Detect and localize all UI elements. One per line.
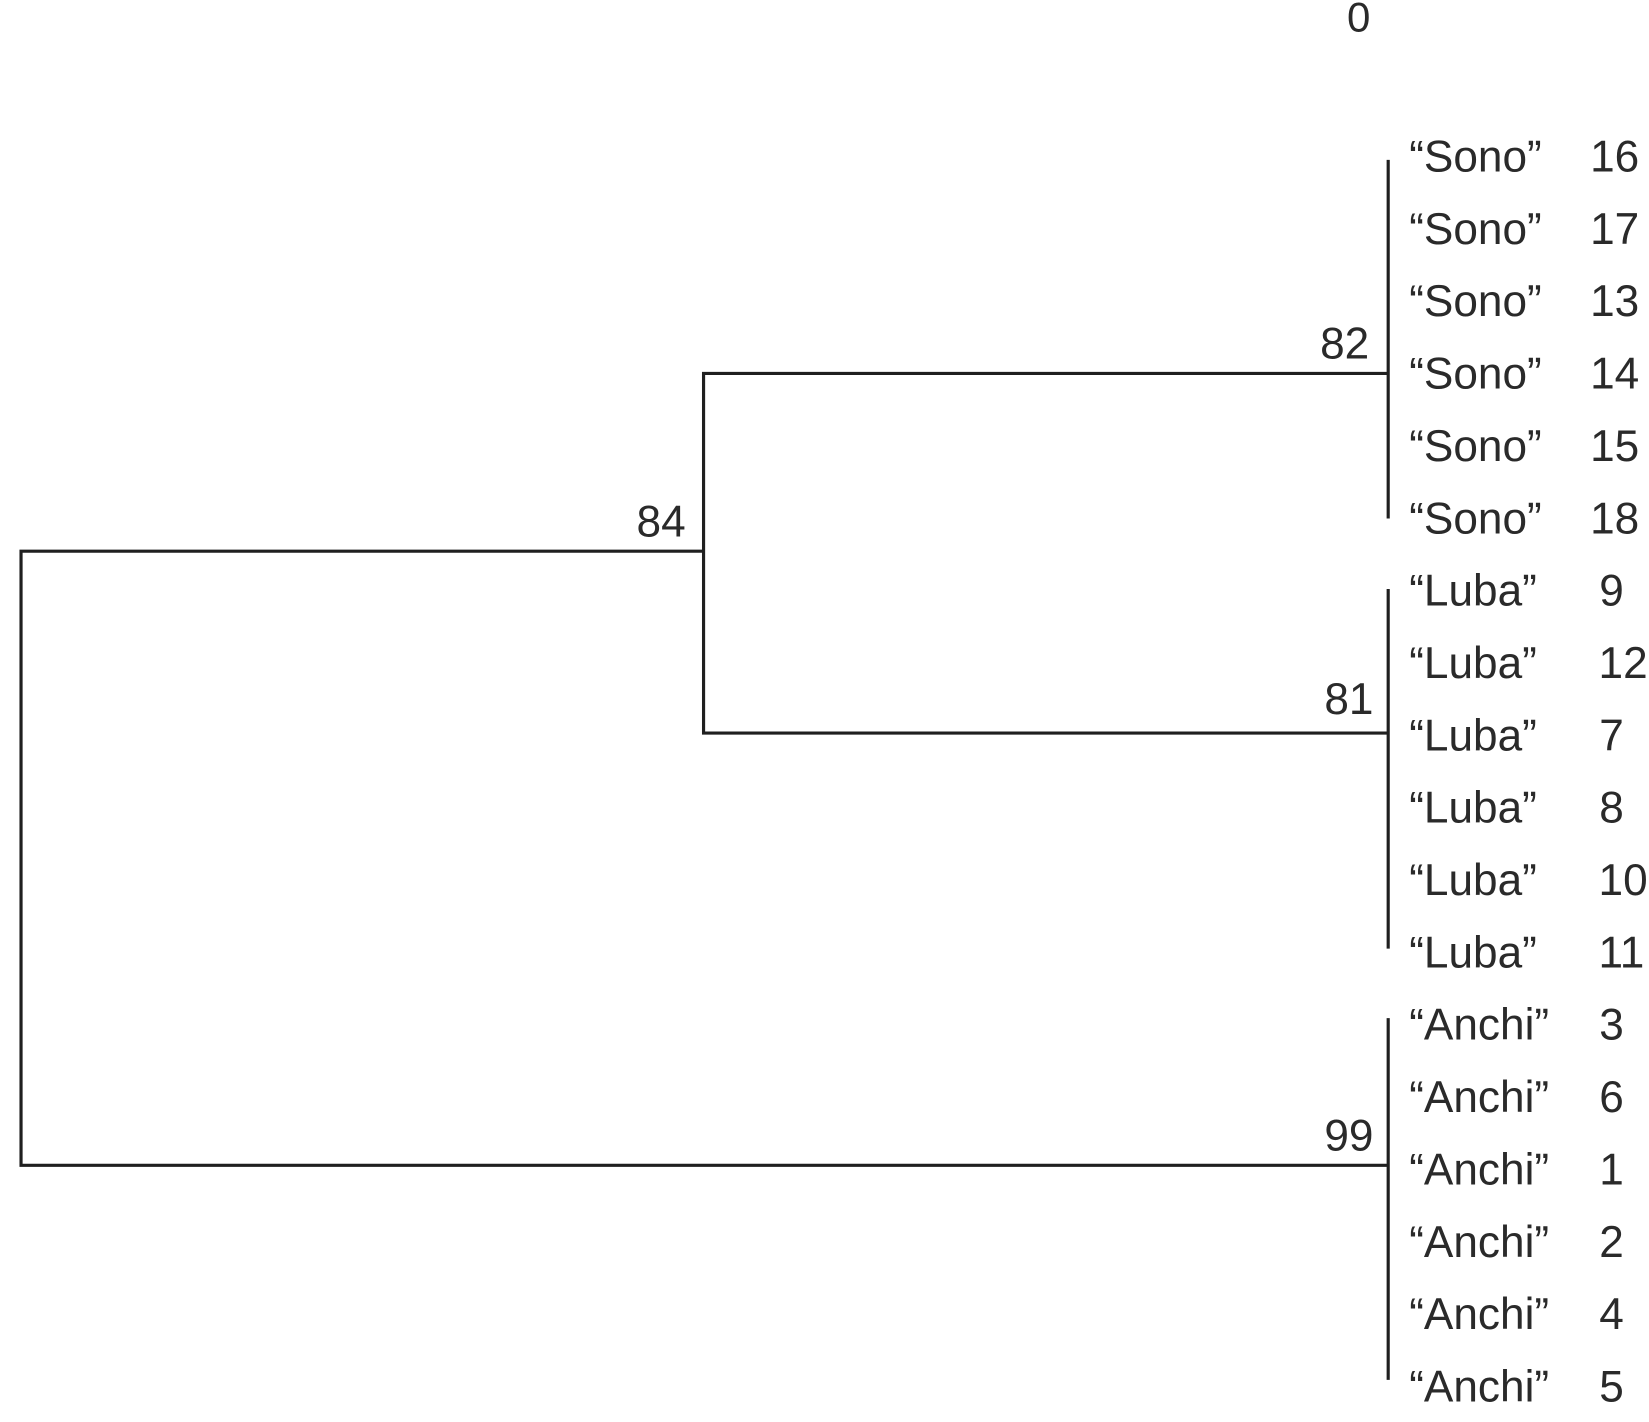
leaf-id: 11 — [1599, 928, 1645, 977]
root-branch — [19, 549, 1389, 1167]
leaf-id: 2 — [1599, 1218, 1624, 1267]
leaf-id: 6 — [1599, 1073, 1624, 1122]
leaf-id: 18 — [1590, 494, 1639, 543]
leaf-label: “Anchi” — [1409, 1073, 1549, 1122]
leaf-id: 12 — [1599, 639, 1648, 688]
leaf-label: “Sono” — [1409, 494, 1542, 543]
scale-label: 0 — [1347, 0, 1370, 41]
leaf-id: 13 — [1590, 277, 1639, 326]
sono-luba-branch — [701, 371, 1389, 735]
leaf-id: 10 — [1599, 856, 1648, 905]
leaf-label: “Anchi” — [1409, 1218, 1549, 1267]
leaf-labels: “Sono”16“Sono”17“Sono”13“Sono”14“Sono”15… — [1409, 132, 1647, 1411]
leaf-id: 1 — [1599, 1145, 1624, 1194]
leaf-label: “Luba” — [1409, 567, 1537, 616]
leaf-id: 17 — [1590, 205, 1639, 254]
support-sono: 82 — [1320, 320, 1369, 369]
leaf-id: 3 — [1599, 1001, 1624, 1050]
leaf-label: “Anchi” — [1409, 1145, 1549, 1194]
leaf-label: “Luba” — [1409, 711, 1537, 760]
leaf-id: 14 — [1590, 350, 1639, 399]
leaf-id: 15 — [1590, 422, 1639, 471]
leaf-label: “Sono” — [1409, 277, 1542, 326]
support-luba: 81 — [1324, 675, 1373, 724]
leaf-label: “Luba” — [1409, 928, 1537, 977]
leaf-id: 5 — [1599, 1363, 1624, 1412]
support-84: 84 — [637, 497, 686, 546]
leaf-label: “Anchi” — [1409, 1363, 1549, 1412]
support-anchi: 99 — [1324, 1112, 1373, 1161]
leaf-label: “Sono” — [1409, 422, 1542, 471]
leaf-label: “Sono” — [1409, 132, 1542, 181]
leaf-label: “Luba” — [1409, 784, 1537, 833]
leaf-id: 8 — [1599, 784, 1624, 833]
leaf-label: “Luba” — [1409, 639, 1537, 688]
leaf-label: “Sono” — [1409, 205, 1542, 254]
leaf-label: “Anchi” — [1409, 1290, 1549, 1339]
leaf-id: 9 — [1599, 567, 1624, 616]
leaf-label: “Anchi” — [1409, 1001, 1549, 1050]
leaf-id: 16 — [1590, 132, 1639, 181]
leaf-label: “Sono” — [1409, 350, 1542, 399]
leaf-id: 7 — [1599, 711, 1624, 760]
leaf-id: 4 — [1599, 1290, 1624, 1339]
leaf-label: “Luba” — [1409, 856, 1537, 905]
